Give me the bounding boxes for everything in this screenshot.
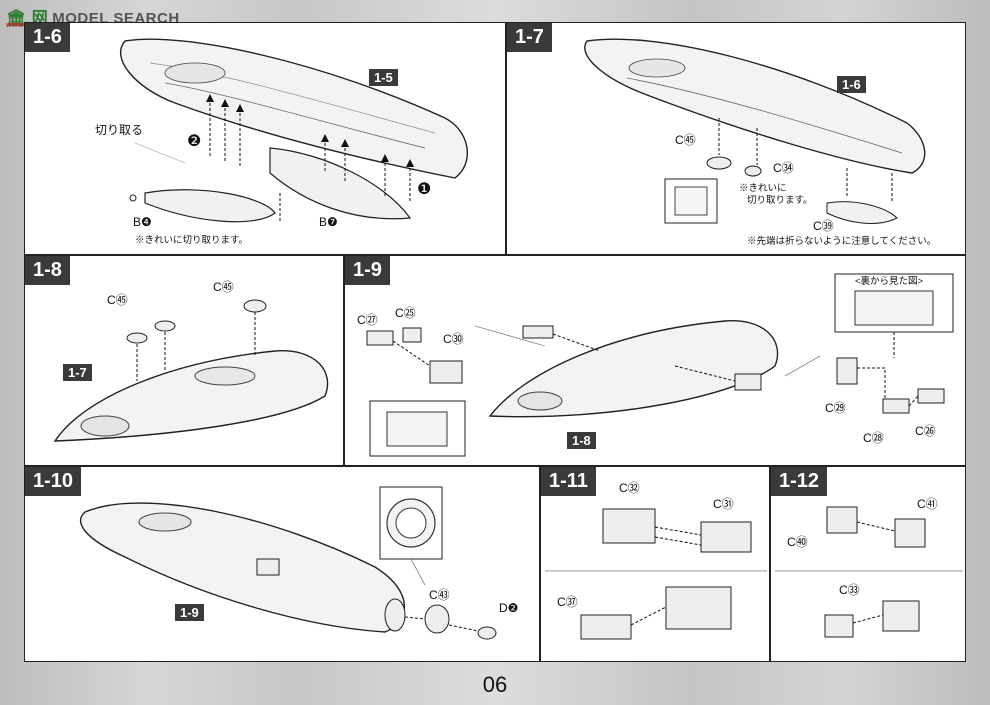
part-label-d2: D❷ [499, 601, 519, 615]
ship-diagram-1-8 [53, 299, 329, 442]
step-ref: 1-5 [369, 69, 398, 86]
step-ref: 1-7 [63, 364, 92, 381]
ship-diagram-1-10 [79, 486, 497, 640]
part-label-b4: B❹ [133, 215, 152, 229]
part-label-c45-a: C㊺ [107, 293, 128, 307]
callout-cut: 切り取る [95, 123, 144, 137]
step-ref: 1-8 [567, 432, 596, 449]
part-label-c34: C㉞ [773, 161, 794, 175]
note-cut-clean: ※きれいに切り取ります。 [135, 235, 249, 246]
part-label-c43: C㊸ [429, 588, 450, 602]
part-label-c32: C㉜ [619, 481, 640, 495]
note-clean-2: 切り取ります。 [747, 195, 813, 206]
part-label-c26: C㉖ [915, 424, 936, 438]
step-1-7-panel: 1-7 1-6 C㊺ C㉞ ※きれいに 切り取ります。 C㊴ ※先端は折らないよ… [506, 22, 966, 255]
back-view-label: <裏から見た図> [855, 276, 924, 287]
part-label-b7: B❼ [319, 215, 338, 229]
step-1-8-panel: 1-8 C㊺ C㊺ 1-7 [24, 255, 344, 466]
part-label-c39: C㊴ [813, 219, 834, 233]
step-title: 1-10 [25, 467, 82, 496]
ship-diagram-1-6 [119, 38, 469, 223]
step-1-10-panel: 1-10 1-9 C㊸ D❷ [24, 466, 540, 662]
part-label-c27: C㉗ [357, 313, 378, 327]
step-ref: 1-6 [837, 76, 866, 93]
step-ref: 1-9 [175, 604, 204, 621]
marker-1: ❶ [417, 181, 432, 198]
note-tip-care: ※先端は折らないように注意してください。 [747, 236, 937, 247]
step-title: 1-7 [507, 23, 552, 52]
part-label-c45: C㊺ [675, 133, 696, 147]
step-title: 1-12 [771, 467, 828, 496]
part-label-c30: C㉚ [443, 332, 464, 346]
step-1-6-panel: 1-6 1-5 切り取る ❷ ❶ B❹ B❼ ※きれいに切り取ります。 [24, 22, 506, 255]
part-label-c25: C㉕ [395, 306, 416, 320]
parts-diagram-1-11 [545, 508, 767, 640]
page-number: 06 [482, 672, 508, 697]
ship-diagram-1-7 [584, 38, 926, 224]
part-label-c40: C㊵ [787, 535, 808, 549]
note-clean-1: ※きれいに [739, 183, 787, 194]
part-label-c31: C㉛ [713, 497, 734, 511]
part-label-c41: C㊶ [917, 497, 938, 511]
step-title: 1-6 [25, 23, 70, 52]
parts-diagram-1-12 [775, 506, 963, 638]
ship-diagram-1-9 [366, 273, 954, 457]
step-1-11-panel: 1-11 C㉜ C㉛ C㊲ [540, 466, 770, 662]
part-label-c37: C㊲ [557, 595, 578, 609]
part-label-c33: C㉝ [839, 583, 860, 597]
part-label-c29: C㉙ [825, 401, 846, 415]
step-title: 1-11 [541, 467, 596, 496]
marker-2: ❷ [187, 133, 202, 150]
step-title: 1-8 [25, 256, 70, 285]
step-title: 1-9 [345, 256, 390, 285]
part-label-c28: C㉘ [863, 431, 884, 445]
part-label-c45-b: C㊺ [213, 280, 234, 294]
step-1-9-panel: 1-9 C㉗ C㉕ C㉚ 1-8 <裏から見た図> C㉙ C㉘ C㉖ [344, 255, 966, 466]
step-1-12-panel: 1-12 C㊶ C㊵ C㉝ [770, 466, 966, 662]
